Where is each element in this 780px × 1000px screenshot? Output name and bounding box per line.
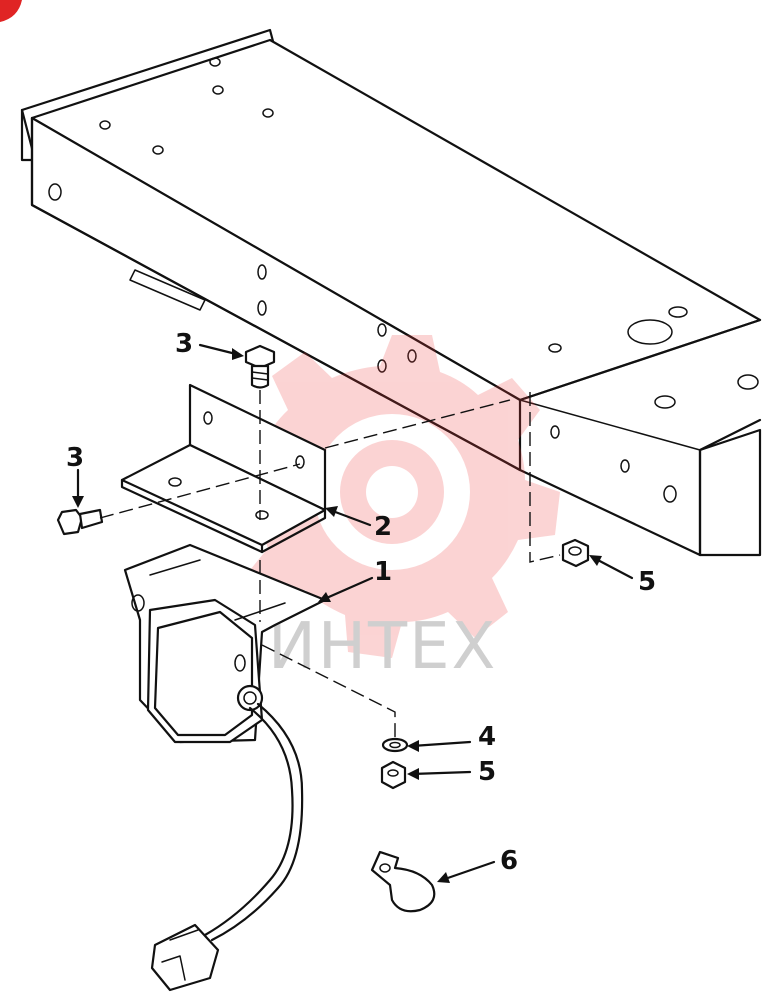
callout-5-right: 5: [638, 567, 656, 597]
callout-1: 1: [374, 557, 392, 587]
frame-beam: [20, 28, 762, 557]
watermark: [220, 335, 560, 658]
cable-clamp: [370, 850, 436, 913]
callout-4: 4: [478, 722, 496, 752]
bolt-top: [244, 344, 276, 389]
bolt-left: [56, 508, 104, 536]
wire-connector: [150, 923, 220, 992]
angle-bracket: [120, 383, 327, 554]
callout-3-left: 3: [66, 443, 84, 473]
nut-lower: [380, 760, 407, 790]
nut-right: [561, 538, 590, 568]
watermark-gear-icon: [220, 335, 560, 658]
leader-arrows: [72, 343, 634, 883]
callout-5-lower: 5: [478, 757, 496, 787]
callout-6: 6: [500, 846, 518, 876]
corner-badge: [0, 0, 22, 22]
alarm-cable: [203, 702, 304, 942]
callout-labels: 3 3 2 1 5 4 5 6: [66, 329, 656, 876]
lock-washer: [381, 737, 409, 753]
watermark-text: ИНТЕХ: [268, 610, 497, 684]
backup-alarm: [123, 543, 327, 744]
assembly-lines: [99, 390, 561, 738]
callout-2: 2: [374, 512, 392, 542]
callout-3-top: 3: [175, 329, 193, 359]
